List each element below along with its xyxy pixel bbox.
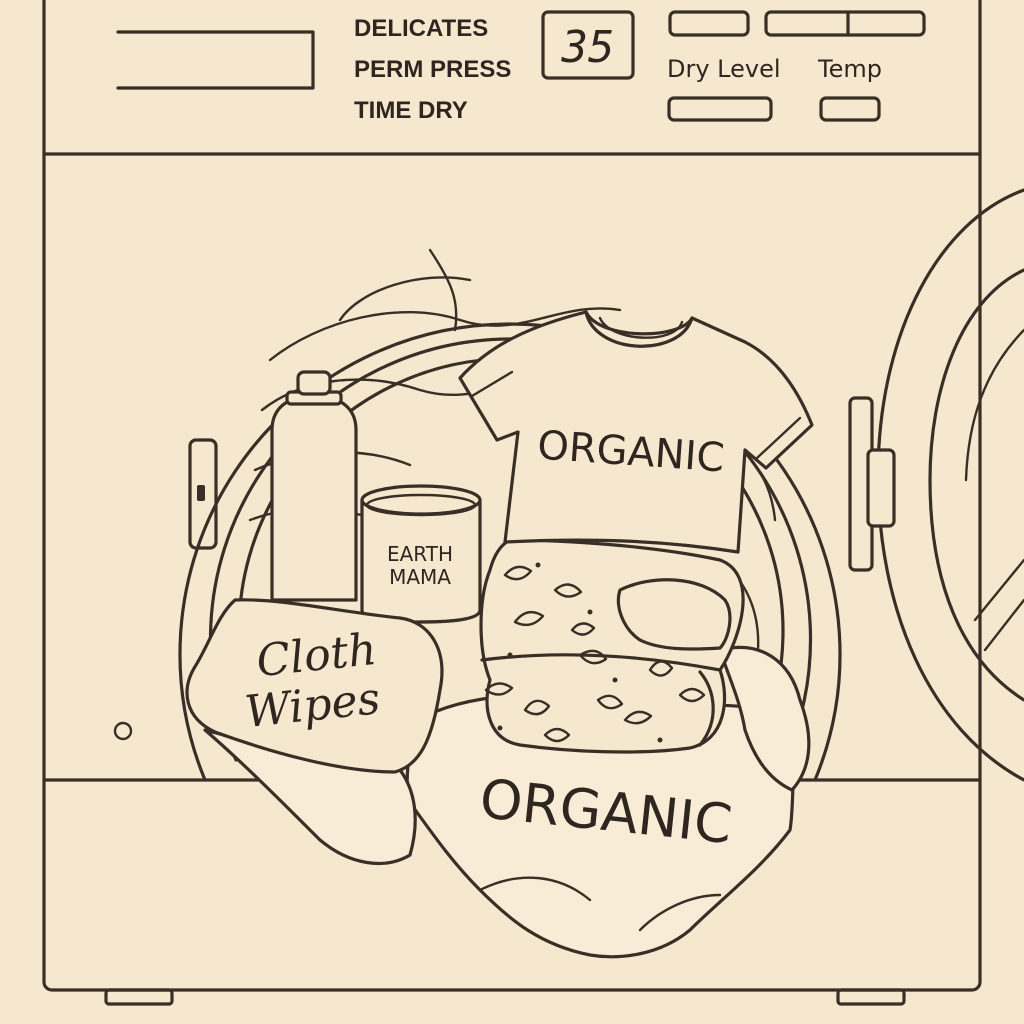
leaf-pattern <box>484 562 706 743</box>
temp-button[interactable] <box>819 96 881 122</box>
display-value: 35 <box>561 22 615 73</box>
organic-tshirt: ORGANIC <box>458 310 814 554</box>
organic-blanket: ORGANIC <box>405 692 802 959</box>
time-display: 35 <box>541 10 635 80</box>
jar-label-line2: MAMA <box>389 565 451 589</box>
door-hinge <box>848 396 896 572</box>
cycle-delicates[interactable]: DELICATES <box>354 15 488 42</box>
panel-button-2[interactable] <box>764 10 926 37</box>
cycle-time-dry[interactable]: TIME DRY <box>354 97 468 124</box>
door-latch[interactable] <box>188 438 218 550</box>
fabric-right <box>718 645 811 792</box>
cloth-wipes: Cloth Wipes <box>185 598 444 866</box>
jar-label-line1: EARTH <box>387 542 453 566</box>
detergent-bottle <box>270 370 358 602</box>
detergent-drawer[interactable] <box>116 30 315 90</box>
open-door[interactable] <box>848 188 1024 782</box>
dry-level-button[interactable] <box>667 96 773 122</box>
indicator-hole <box>113 721 133 741</box>
dry-level-label: Dry Level <box>667 55 781 83</box>
panel-button-1[interactable] <box>668 10 750 37</box>
earth-mama-jar: EARTH MAMA <box>360 484 482 624</box>
diaper-cover <box>479 538 745 754</box>
machine-body <box>42 0 982 1006</box>
cycle-perm-press[interactable]: PERM PRESS <box>354 56 511 83</box>
temp-label: Temp <box>817 55 882 83</box>
wipes-text-line1: Cloth <box>254 624 379 687</box>
control-panel: DELICATES PERM PRESS TIME DRY 35 Dry Lev… <box>116 10 926 124</box>
